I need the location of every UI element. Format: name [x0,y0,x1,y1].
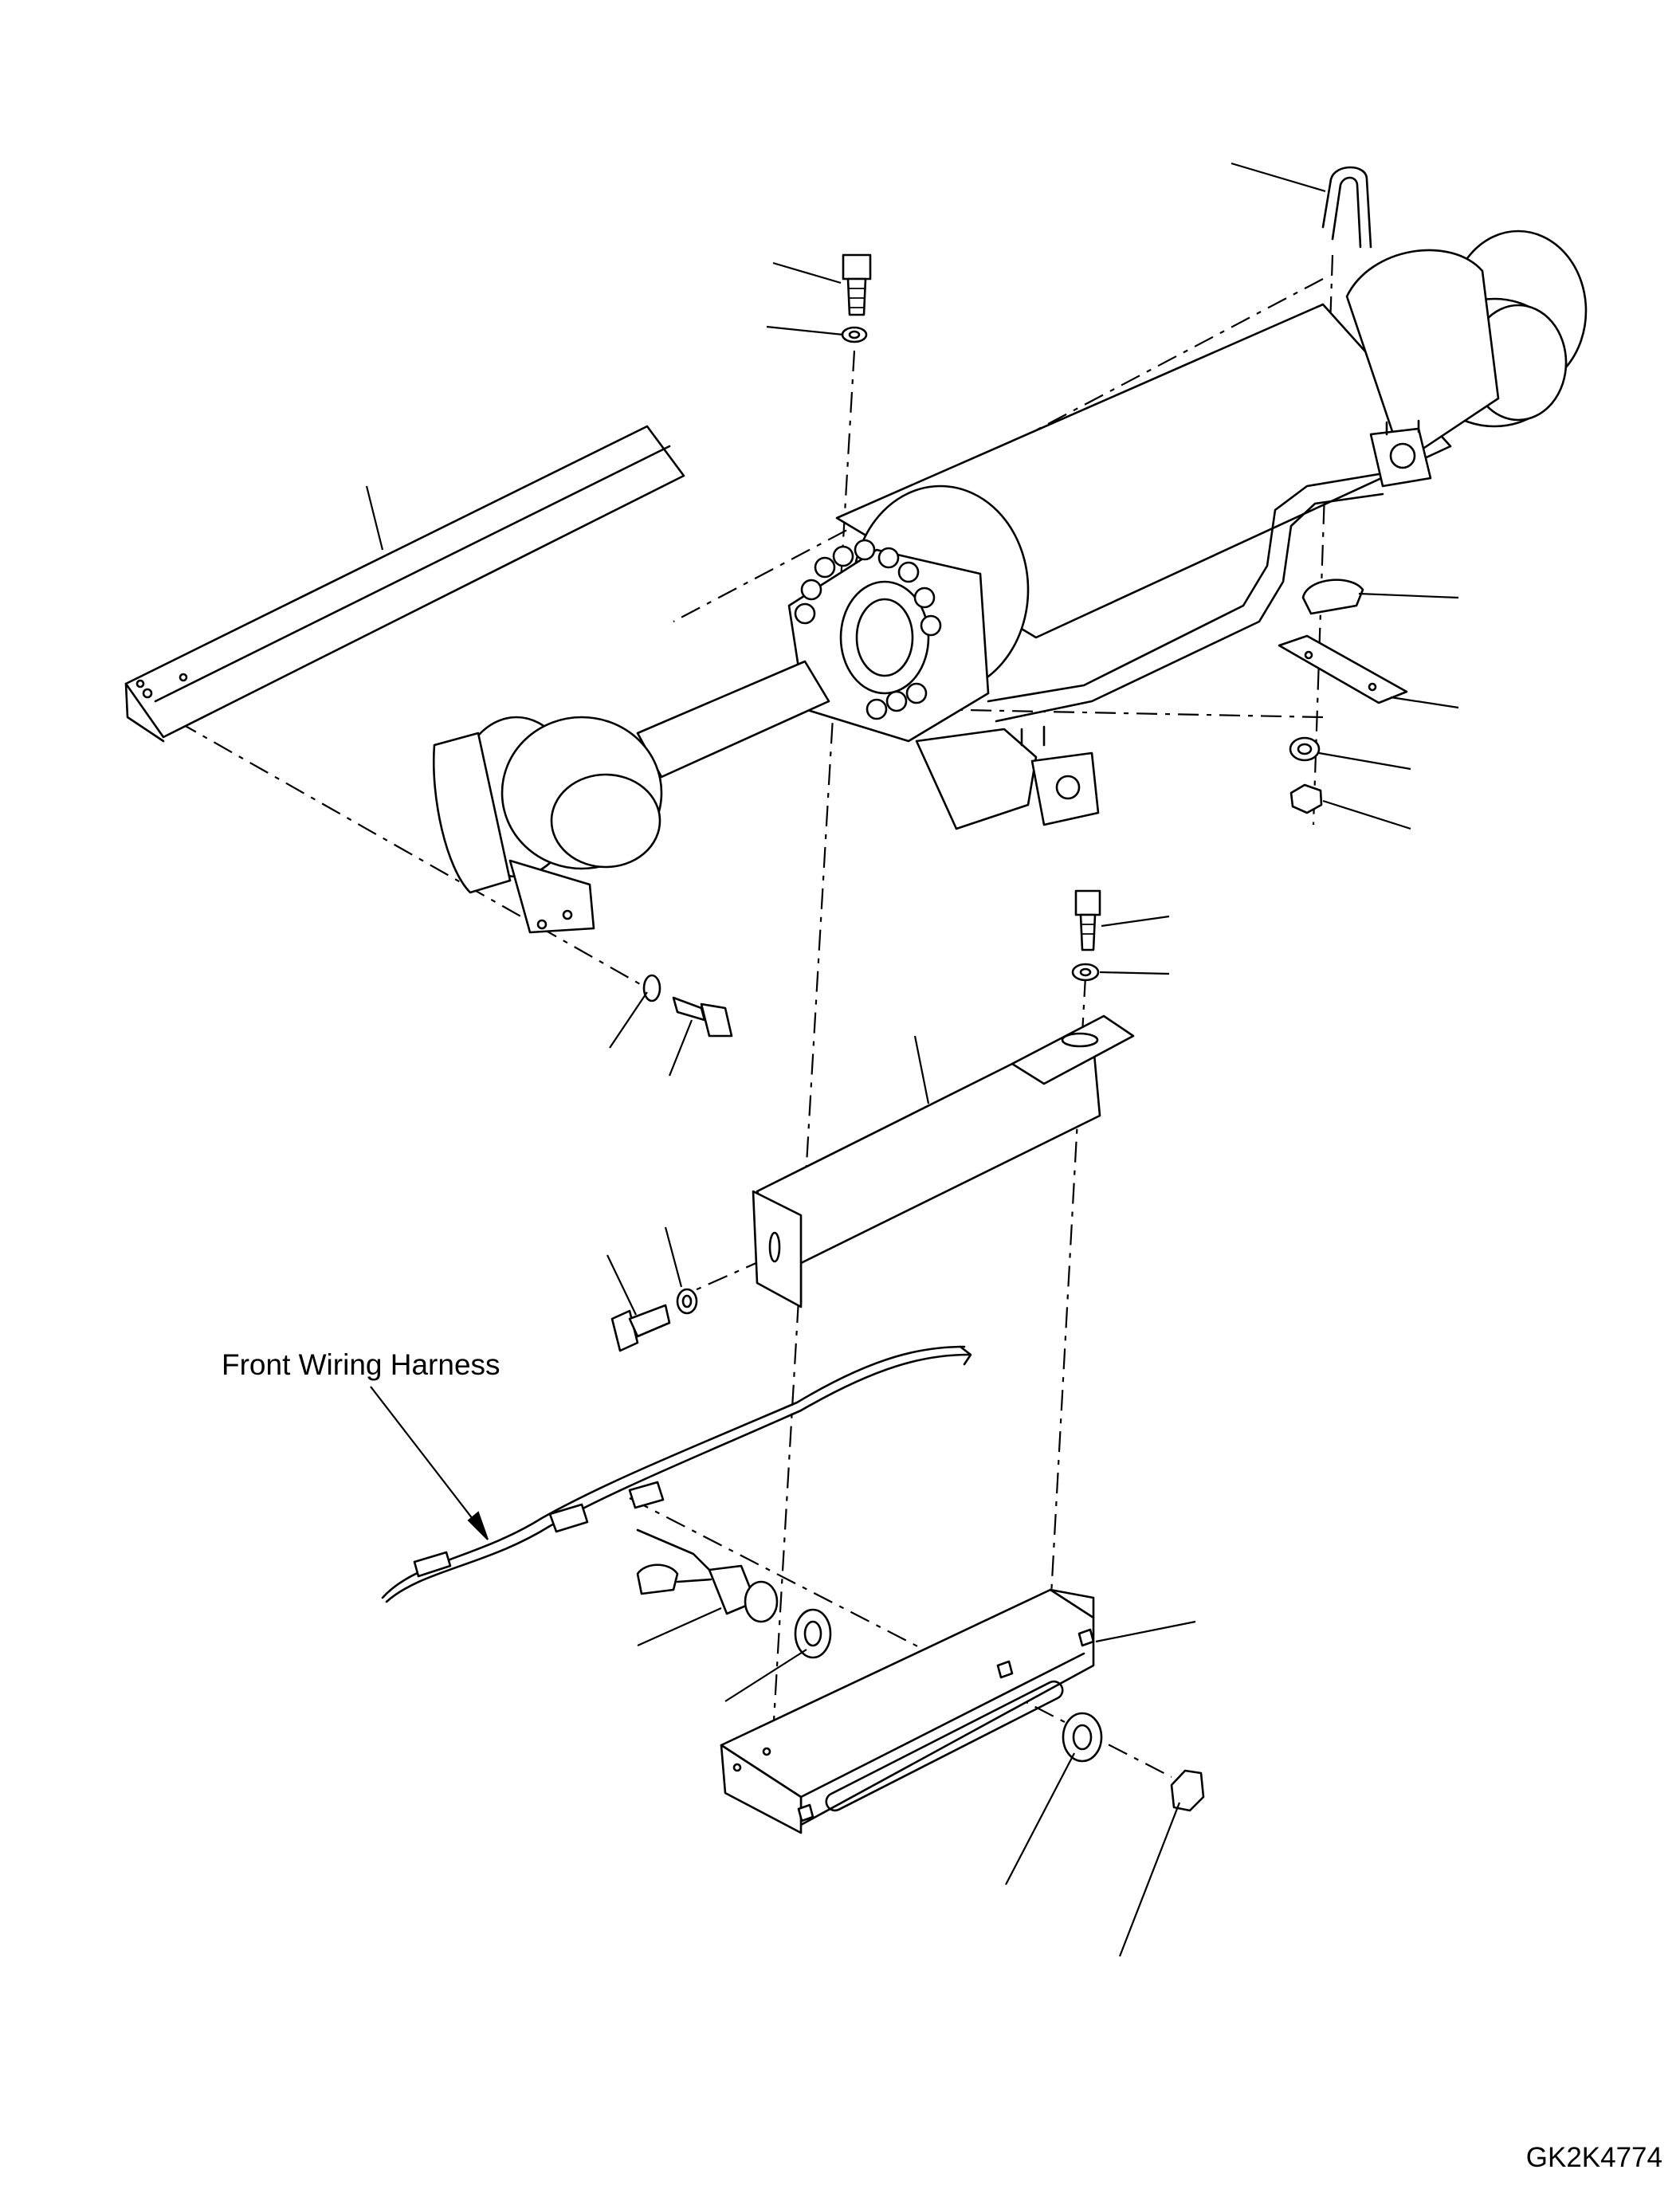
bolt-middle [1074,889,1101,951]
front-wiring-harness-label: Front Wiring Harness [222,1348,500,1381]
drawing-number: GK2K4774 [1525,2142,1662,2173]
sensor-bracket [752,1014,1135,1308]
clamp-plate [1278,634,1408,704]
washer-right [1289,736,1321,762]
washer-side [676,1288,698,1315]
nut-right [1289,783,1323,814]
slotted-bracket [720,1588,1095,1834]
washer-sensor [794,1608,832,1659]
bolt-left [672,996,733,1038]
clamp-half [1301,579,1364,615]
bolt-side [610,1304,671,1352]
angle-bracket-long [124,425,685,743]
u-clip [1321,166,1372,249]
washer-middle [1071,963,1100,982]
washer-top [841,326,868,343]
washer-left [642,974,661,1002]
leader-lines [365,162,1459,1957]
proximity-sensor [636,1563,779,1623]
hydraulic-cylinder [432,230,1588,934]
front-wiring-harness [381,1345,972,1603]
washer-bottom [1062,1712,1103,1763]
nut-bottom [1170,1769,1205,1812]
bolt-top [842,253,872,316]
